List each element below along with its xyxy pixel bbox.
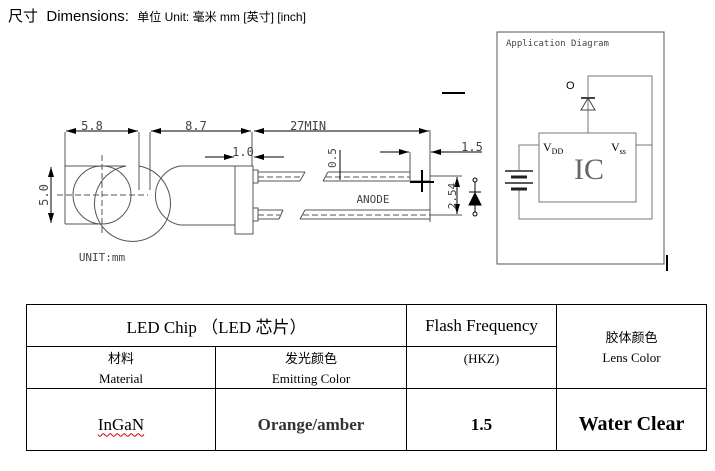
flash-header: Flash Frequency	[406, 304, 557, 347]
dim-pitch: 2.54	[446, 182, 459, 209]
material-value: InGaN	[26, 388, 216, 451]
title-en: Dimensions:	[46, 8, 129, 25]
title-cn: 尺寸	[8, 8, 39, 25]
lens-color-value: Water Clear	[556, 388, 707, 451]
dimension-drawing: 5.8 5.0 8.7 1.0 27MIN 0.5 1.5 2.54 ANODE…	[37, 31, 668, 271]
unit-label: UNIT:mm	[79, 251, 126, 264]
dim-lead-thickness: 0.5	[326, 148, 339, 168]
ic-label: IC	[574, 153, 604, 186]
chip-header: LED Chip （LED 芯片）	[26, 304, 407, 347]
vss-label: Vss	[611, 140, 626, 156]
flash-unit: (HKZ)	[406, 346, 557, 389]
dim-lead-offset: 1.5	[461, 140, 483, 154]
dim-body-length: 8.7	[185, 119, 207, 133]
dim-width-top: 5.8	[81, 119, 103, 133]
application-diagram: Application Diagram O VDD Vss IC	[496, 31, 668, 271]
led-side-view	[149, 128, 482, 235]
diode-symbol-icon	[468, 177, 482, 217]
flash-frequency-value: 1.5	[406, 388, 557, 451]
dim-flange: 1.0	[232, 145, 254, 159]
led-front-view	[48, 128, 171, 242]
dim-height: 5.0	[37, 184, 51, 206]
output-label: O	[566, 80, 575, 92]
material-header: 材料 Material	[26, 346, 216, 389]
dimensions-title: 尺寸 Dimensions: 单位 Unit: 毫米 mm [英寸] [inch…	[8, 5, 306, 26]
battery-icon	[505, 170, 533, 191]
anode-label: ANODE	[356, 193, 389, 206]
unit-note: 单位 Unit: 毫米 mm [英寸] [inch]	[137, 10, 306, 24]
emit-header: 发光颜色 Emitting Color	[215, 346, 407, 389]
emitting-color-value: Orange/amber	[215, 388, 407, 451]
lens-header: 胶体颜色 Lens Color	[556, 304, 707, 389]
vdd-label: VDD	[543, 140, 563, 156]
application-title: Application Diagram	[506, 39, 609, 49]
spec-table: LED Chip （LED 芯片） Flash Frequency 胶体颜色 L…	[26, 304, 707, 451]
dim-lead-length: 27MIN	[290, 119, 326, 133]
